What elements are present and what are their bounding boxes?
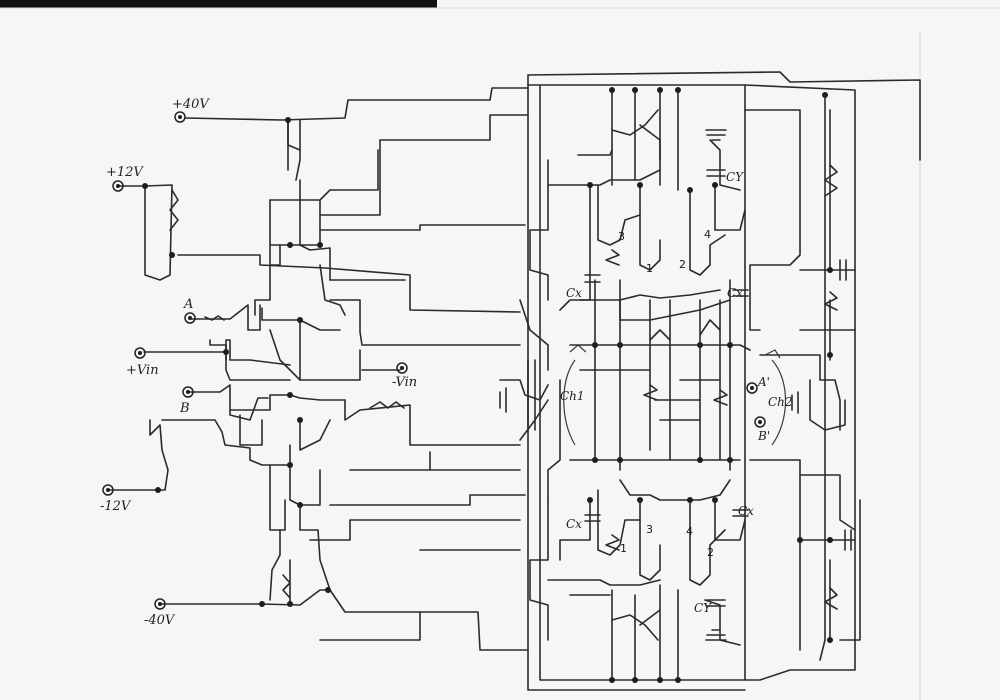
label-q2-top: 2: [679, 258, 686, 271]
label-cy-1: CY: [726, 170, 744, 184]
label-cx-2: Cx: [727, 286, 743, 300]
label-q3-bottom: 3: [646, 523, 653, 536]
label-ch1: Ch1: [560, 389, 585, 403]
label-q1-bottom: 1: [620, 542, 627, 555]
label-ch2: Ch2: [768, 395, 793, 409]
label-cx-1: Cx: [566, 286, 582, 300]
label-minus-40v: -40V: [144, 613, 176, 628]
label-minus-12v: -12V: [100, 499, 132, 514]
terminal-labels: +40V +12V A +Vin B -12V -40V -Vin A' B': [100, 97, 770, 628]
label-q3-top: 3: [618, 230, 625, 243]
scan-edge-top: [0, 0, 437, 8]
label-cy-2: CY: [694, 601, 712, 615]
label-q1-top: 1: [646, 262, 653, 275]
label-minus-vin: -Vin: [392, 375, 417, 390]
label-plus-vin: +Vin: [126, 363, 159, 378]
terminal-markers: [102, 111, 408, 610]
label-plus-12v: +12V: [106, 165, 144, 180]
label-cx-4: Cx: [738, 504, 754, 518]
input-stage: [109, 87, 529, 651]
label-b: B: [179, 401, 190, 416]
component-labels: Cx Cx Cx Cx CY CY Ch1 Ch2 3 1 2 4 3 1 4 …: [560, 170, 793, 615]
label-cx-3: Cx: [566, 517, 582, 531]
label-plus-40v: +40V: [172, 97, 210, 112]
label-a-prime: A': [757, 375, 770, 389]
label-q4-bottom: 4: [686, 525, 693, 538]
label-a: A: [183, 297, 193, 312]
label-q4-top: 4: [704, 228, 711, 241]
label-b-prime: B': [757, 429, 770, 443]
label-q2-bottom: 2: [707, 546, 714, 559]
output-stage: [499, 71, 921, 691]
